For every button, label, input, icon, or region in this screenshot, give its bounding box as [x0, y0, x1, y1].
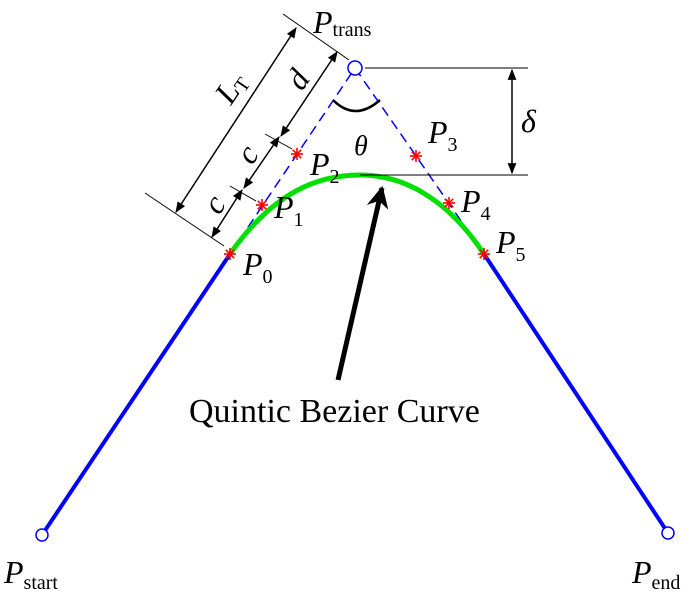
ext-line-p0 — [144, 192, 225, 247]
caption-pointer-arrow — [335, 185, 389, 381]
label-p-start: Pstart — [3, 554, 58, 594]
p-trans-marker — [347, 60, 363, 76]
path-segment-start — [40, 252, 232, 537]
ext-line-trans — [282, 13, 350, 61]
p-end-marker — [661, 526, 675, 540]
theta-arc — [332, 99, 381, 113]
path-segment-end — [482, 252, 670, 535]
control-point-p0 — [224, 248, 236, 260]
label-p2: P2 — [309, 146, 340, 188]
label-p-trans: Ptrans — [312, 4, 372, 41]
control-point-p3 — [410, 150, 422, 162]
p-start-marker — [35, 528, 49, 542]
label-p5: P5 — [495, 224, 526, 266]
ext-line-p2 — [264, 133, 293, 150]
control-points — [224, 148, 490, 260]
label-p4: P4 — [460, 183, 491, 225]
label-c1: c — [195, 188, 233, 220]
c1-dimension-arrow — [211, 189, 243, 238]
dashed-line-right — [354, 67, 485, 255]
d-dimension-arrow — [280, 51, 338, 137]
control-point-p4 — [443, 197, 455, 209]
caption-quintic-bezier: Quintic Bezier Curve — [189, 393, 480, 430]
control-point-p5 — [478, 248, 490, 260]
label-c2: c — [228, 138, 266, 170]
c2-dimension-arrow — [243, 136, 280, 189]
label-lt: LT — [206, 65, 255, 112]
lt-dimension-arrow — [175, 27, 297, 213]
quintic-bezier-curve — [227, 172, 487, 256]
label-delta: δ — [521, 103, 537, 139]
control-point-p1 — [256, 199, 268, 211]
label-theta: θ — [354, 131, 368, 162]
label-p0: P0 — [242, 246, 273, 288]
label-p-end: Pend — [631, 554, 680, 594]
ext-line-p1 — [229, 185, 257, 202]
label-p3: P3 — [427, 114, 458, 156]
label-p1: P1 — [273, 189, 304, 231]
control-point-p2 — [291, 148, 303, 160]
